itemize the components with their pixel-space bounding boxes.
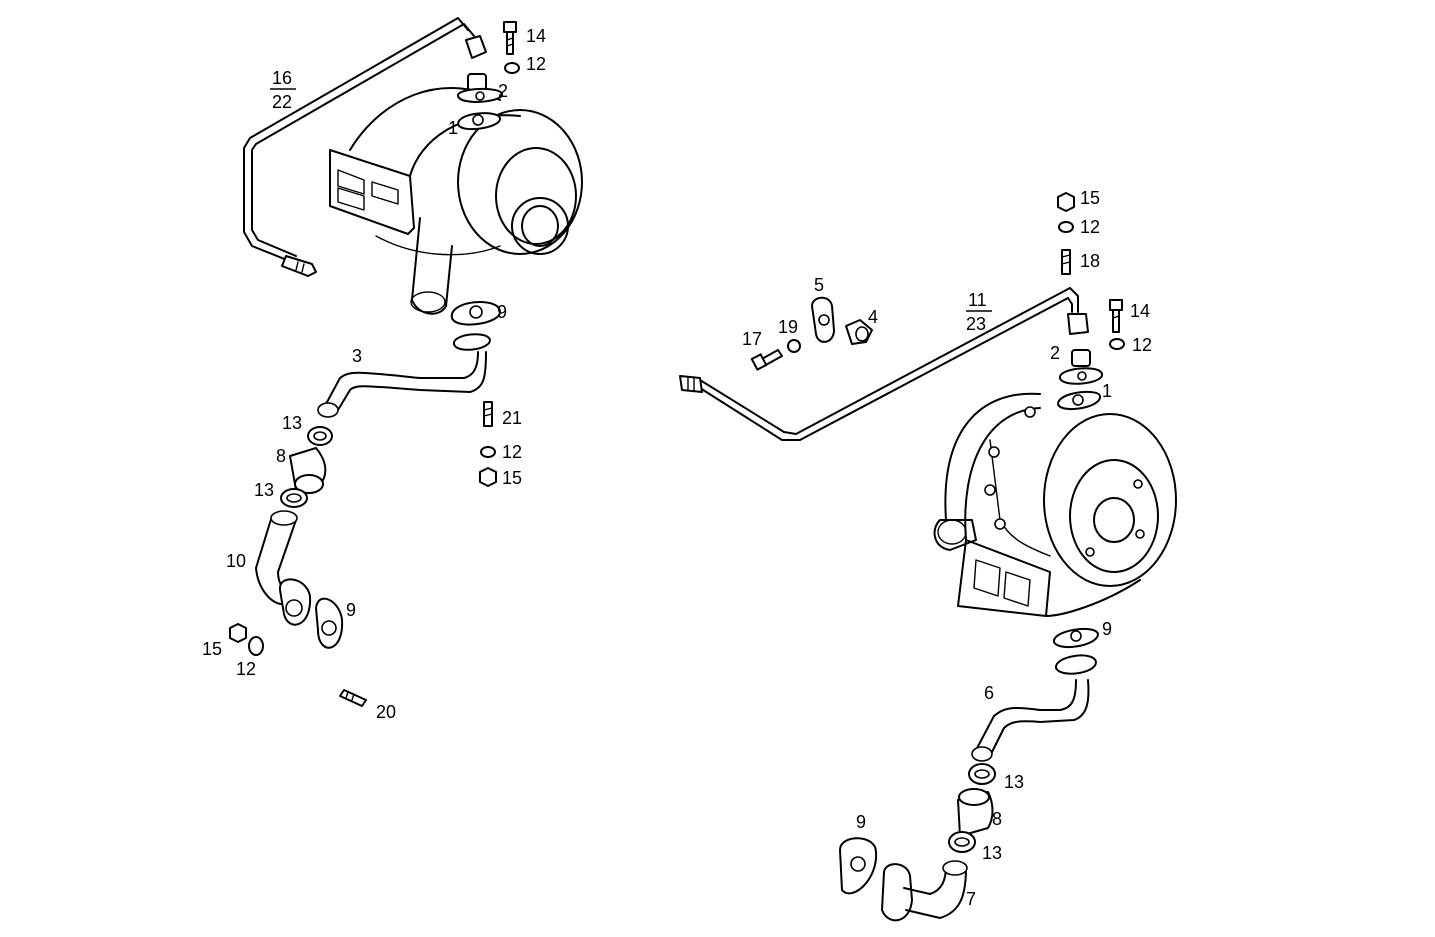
right-hose-8 [957,788,994,837]
callout-21-left: 21 [502,408,522,428]
callout-11-23-fraction: 11 23 [966,290,992,334]
callout-15-right-a: 15 [1080,188,1100,208]
right-nut-15 [1057,192,1075,212]
callout-8-left: 8 [276,446,286,466]
callout-17-right: 17 [742,329,762,349]
callout-9-right-b: 9 [856,812,866,832]
callout-15-left-b: 15 [202,639,222,659]
left-gasket-1 [457,112,501,131]
callout-14-right: 14 [1130,301,1150,321]
right-gasket-1 [1057,390,1101,411]
left-stud-20 [339,689,367,707]
fraction-denominator-22: 22 [272,92,292,112]
fraction-numerator-16: 16 [272,68,292,88]
callout-13-left-b: 13 [254,480,274,500]
right-washer-12b [1109,338,1125,350]
left-nut-15b [229,623,247,643]
left-turbocharger [329,87,583,315]
callout-16-22-fraction: 16 22 [270,68,296,112]
right-turbocharger-assembly: 15 12 18 11 23 14 12 5 4 17 19 2 1 9 6 1… [679,188,1177,922]
fraction-denominator-23: 23 [966,314,986,334]
callout-8-right: 8 [992,809,1002,829]
callout-20-left: 20 [376,702,396,722]
left-bolt-14 [503,21,517,55]
callout-13-right-b: 13 [982,843,1002,863]
left-drain-pipe-10 [255,510,312,626]
callout-1-left: 1 [448,118,458,138]
callout-18-right: 18 [1080,251,1100,271]
callout-7-right: 7 [966,889,976,909]
callout-12-left-a: 12 [526,54,546,74]
callout-10-left: 10 [226,551,246,571]
left-oil-feed-pipe [243,17,487,277]
callout-5-right: 5 [814,275,824,295]
callout-12-left-b: 12 [502,442,522,462]
left-stud-21 [483,401,493,427]
callout-12-right-b: 12 [1132,335,1152,355]
right-flange-union-2 [1059,349,1103,385]
callout-2-left: 2 [498,81,508,101]
left-hose-8 [289,447,327,494]
left-washer-12b [480,446,496,458]
right-gasket-9b [839,837,878,895]
left-washer-12 [504,62,520,74]
left-flange-union-2 [456,73,504,103]
callout-14-left: 14 [526,26,546,46]
callout-15-left-a: 15 [502,468,522,488]
callout-12-left-c: 12 [236,659,256,679]
right-bracket-5 [811,296,835,343]
right-washer-19 [787,339,801,353]
callout-13-left-a: 13 [282,413,302,433]
callout-19-right: 19 [778,317,798,337]
callout-3-left: 3 [352,346,362,366]
left-drain-pipe-3 [317,333,491,418]
callout-2-right: 2 [1050,343,1060,363]
callout-12-right-a: 12 [1080,217,1100,237]
callout-13-right-a: 13 [1004,772,1024,792]
right-drain-pipe-6 [971,654,1097,762]
right-bolt-14 [1109,299,1123,333]
right-plug-4 [845,319,873,345]
right-washer-12 [1058,221,1074,233]
callout-1-right: 1 [1102,381,1112,401]
fraction-numerator-11: 11 [968,290,987,310]
callout-4-right: 4 [868,307,878,327]
callout-9-left-b: 9 [346,600,356,620]
left-nut-15 [479,467,497,487]
left-turbocharger-assembly: 14 12 2 1 16 22 9 3 21 12 15 13 8 13 10 … [202,17,583,722]
right-drain-pipe-7 [881,860,968,922]
callout-6-right: 6 [984,683,994,703]
right-bolt-17 [750,349,783,371]
callout-9-left-a: 9 [497,302,507,322]
left-washer-12c [248,636,264,656]
callout-9-right-a: 9 [1102,619,1112,639]
right-stud-18 [1061,249,1071,275]
left-gasket-9b [315,597,344,649]
right-oil-feed-pipe [679,287,1089,441]
right-turbocharger [933,392,1177,617]
